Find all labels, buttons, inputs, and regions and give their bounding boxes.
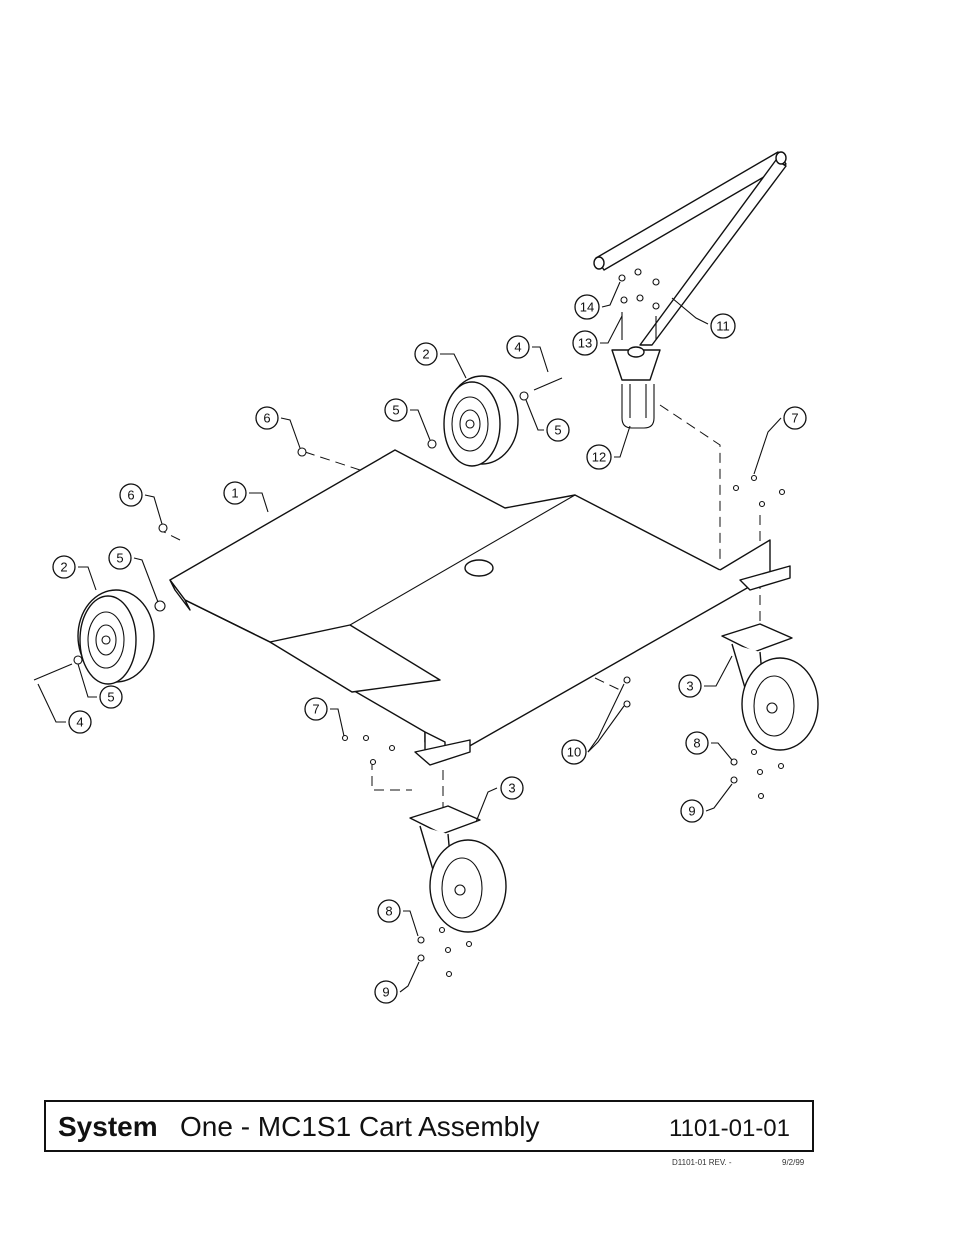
svg-text:8: 8 — [385, 904, 392, 919]
callout-8-rear: 8 — [686, 732, 708, 754]
callout-2-left: 2 — [53, 556, 75, 578]
caster-rear-part — [722, 624, 818, 750]
callout-10: 10 — [562, 740, 586, 764]
svg-text:5: 5 — [554, 423, 561, 438]
svg-text:4: 4 — [76, 715, 83, 730]
svg-text:9: 9 — [382, 985, 389, 1000]
callout-1: 1 — [224, 482, 246, 504]
svg-text:11: 11 — [716, 319, 730, 334]
svg-text:9: 9 — [688, 804, 695, 819]
svg-text:3: 3 — [686, 679, 693, 694]
callout-2-right: 2 — [415, 343, 437, 365]
svg-text:4: 4 — [514, 340, 521, 355]
callout-3-front: 3 — [501, 777, 523, 799]
svg-text:6: 6 — [127, 488, 134, 503]
callout-5-left-bottom: 5 — [100, 686, 122, 708]
svg-text:7: 7 — [791, 411, 798, 426]
svg-text:8: 8 — [693, 736, 700, 751]
svg-text:5: 5 — [116, 551, 123, 566]
revision-text: D1101-01 REV. - — [672, 1158, 732, 1167]
callout-11: 11 — [711, 314, 735, 338]
svg-text:3: 3 — [508, 781, 515, 796]
revision-date: 9/2/99 — [782, 1158, 804, 1167]
svg-text:7: 7 — [312, 702, 319, 717]
svg-text:13: 13 — [578, 336, 592, 351]
svg-text:1: 1 — [231, 486, 238, 501]
callout-13: 13 — [573, 331, 597, 355]
caster-front-part — [410, 806, 506, 932]
callout-6-right: 6 — [256, 407, 278, 429]
callout-7-rear: 7 — [784, 407, 806, 429]
svg-text:5: 5 — [107, 690, 114, 705]
wheel-right-part — [298, 376, 562, 466]
u-bolt-part — [622, 384, 654, 428]
drawing-number: 1101-01-01 — [669, 1115, 790, 1143]
title-block: System One - MC1S1 Cart Assembly 1101-01… — [44, 1100, 814, 1152]
callout-8-front: 8 — [378, 900, 400, 922]
callout-3-rear: 3 — [679, 675, 701, 697]
svg-text:14: 14 — [580, 300, 594, 315]
handle-part — [594, 152, 786, 380]
svg-text:2: 2 — [60, 560, 67, 575]
callout-12: 12 — [587, 445, 611, 469]
callout-4-right: 4 — [507, 336, 529, 358]
callout-4-left: 4 — [69, 711, 91, 733]
callout-5-right-bottom: 5 — [547, 419, 569, 441]
svg-text:10: 10 — [567, 745, 581, 760]
callout-7-front: 7 — [305, 698, 327, 720]
callout-9-front: 9 — [375, 981, 397, 1003]
callout-9-rear: 9 — [681, 800, 703, 822]
brand-name: System — [58, 1111, 158, 1143]
wheel-left-part — [34, 524, 167, 684]
callout-5-left-top: 5 — [109, 547, 131, 569]
svg-text:2: 2 — [422, 347, 429, 362]
svg-text:5: 5 — [392, 403, 399, 418]
callout-6-left: 6 — [120, 484, 142, 506]
svg-text:12: 12 — [592, 450, 606, 465]
drawing-title: One - MC1S1 Cart Assembly — [180, 1111, 539, 1143]
svg-text:6: 6 — [263, 411, 270, 426]
callout-5-right-top: 5 — [385, 399, 407, 421]
exploded-assembly-drawing: 1 2 2 3 3 4 4 5 5 5 5 6 6 7 7 8 8 9 9 10… — [0, 0, 954, 1060]
callout-14: 14 — [575, 295, 599, 319]
